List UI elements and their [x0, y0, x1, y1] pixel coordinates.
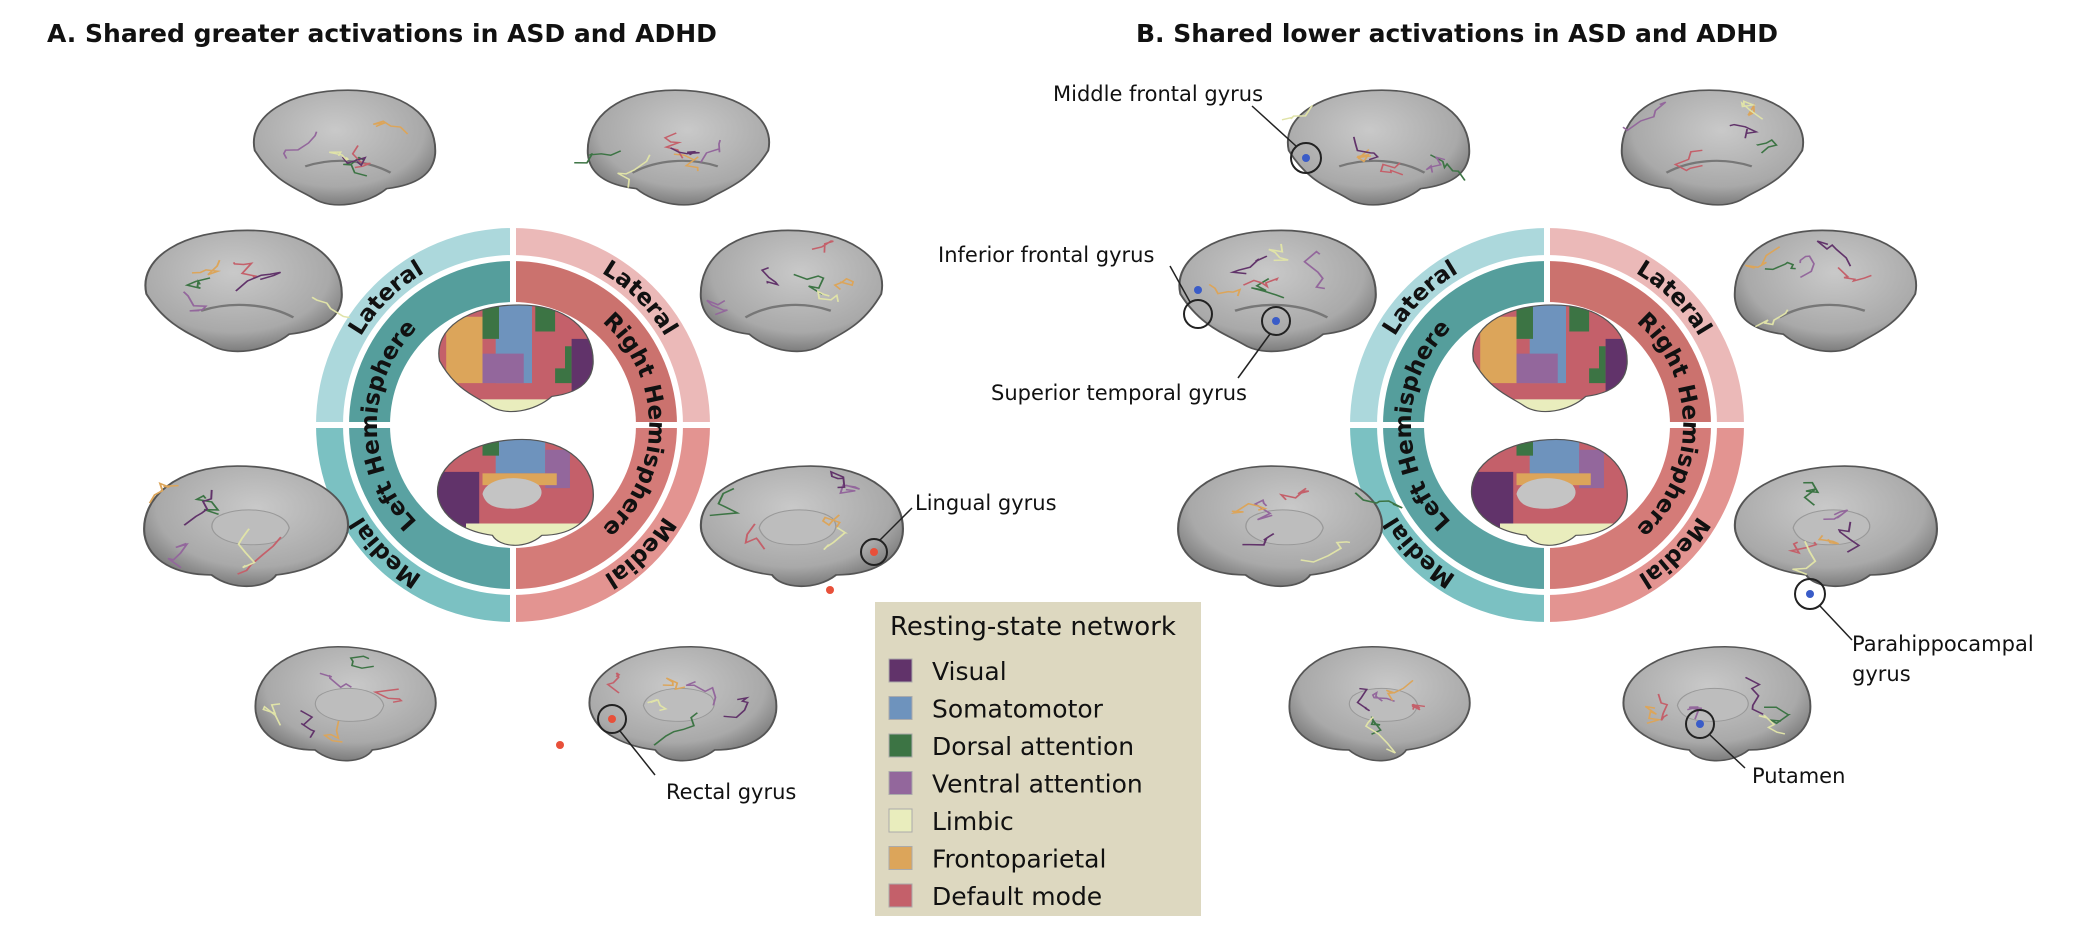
ring-left-medial-outer	[1350, 425, 1547, 622]
ring-left-lateral-inner	[1383, 261, 1547, 425]
lateral-brain-surface	[1178, 229, 1377, 353]
lateral-brain-surface	[574, 89, 771, 206]
lateral-brain-surface	[1281, 89, 1471, 206]
legend: Resting-state network VisualSomatomotorD…	[875, 602, 1201, 916]
ring-right-lateral-outer	[513, 228, 710, 425]
legend-item: Dorsal attention	[888, 732, 1134, 761]
ring-right-medial-outer	[513, 425, 710, 622]
lateral-brain-surface	[1733, 229, 1918, 353]
annotation-middle-frontal-gyrus: Middle frontal gyrus	[1053, 82, 1322, 174]
legend-item: Ventral attention	[888, 770, 1143, 799]
lateral-brain-surface	[252, 89, 437, 206]
ring-left-lateral-inner	[349, 261, 513, 425]
annotation-label-line2: gyrus	[1852, 662, 1911, 686]
lateral-brain-surface	[1620, 89, 1805, 206]
medial-brain-surface	[588, 645, 778, 762]
legend-label: Dorsal attention	[932, 732, 1134, 761]
legend-background	[875, 602, 1201, 916]
legend-item: Frontoparietal	[888, 845, 1106, 874]
annotation-label: Putamen	[1752, 764, 1845, 788]
activation-cluster	[556, 741, 564, 749]
ring-right-medial-inner	[513, 425, 677, 589]
legend-label: Limbic	[932, 807, 1014, 836]
activation-cluster	[1806, 590, 1814, 598]
medial-brain-surface	[1733, 465, 1938, 588]
panel-b-title: B. Shared lower activations in ASD and A…	[1136, 19, 1778, 48]
lateral-network-map	[1472, 304, 1628, 412]
annotation-putamen: Putamen	[1685, 709, 1845, 788]
activation-cluster	[826, 586, 834, 594]
lateral-network-map	[438, 304, 594, 412]
lateral-brain-surface	[144, 229, 351, 353]
activation-cluster	[1194, 286, 1202, 294]
ring-left-medial-inner	[1383, 425, 1547, 589]
ring-right-medial-inner	[1547, 425, 1711, 589]
legend-swatch	[888, 771, 913, 795]
medial-brain-surface	[1177, 465, 1403, 588]
annotation-label: Parahippocampal	[1852, 632, 2034, 656]
ring-right-lateral-inner	[1547, 261, 1711, 425]
annotation-label: Lingual gyrus	[915, 491, 1057, 515]
ring-right-lateral-outer	[1547, 228, 1744, 425]
ring-right-medial-outer	[1547, 425, 1744, 622]
medial-brain-surface	[143, 465, 350, 588]
ring-left-medial-outer	[316, 425, 513, 622]
ring-left-lateral-outer	[316, 228, 513, 425]
annotation-inferior-frontal-gyrus: Inferior frontal gyrus	[938, 243, 1213, 329]
annotation-rectal-gyrus: Rectal gyrus	[597, 704, 796, 804]
ring-left-medial-inner	[349, 425, 513, 589]
legend-label: Ventral attention	[932, 770, 1143, 799]
activation-cluster	[608, 715, 616, 723]
ring-left-lateral-outer	[1350, 228, 1547, 425]
annotation-superior-temporal-gyrus: Superior temporal gyrus	[991, 306, 1291, 405]
legend-swatch	[888, 808, 913, 833]
legend-swatch	[888, 658, 913, 683]
lateral-brain-surface	[699, 229, 884, 353]
medial-brain-surface	[699, 465, 904, 588]
ring-right-lateral-inner	[513, 261, 677, 425]
legend-item: Visual	[888, 657, 1007, 686]
annotation-label: Rectal gyrus	[666, 780, 796, 804]
annotation-label: Middle frontal gyrus	[1053, 82, 1263, 106]
legend-label: Default mode	[932, 882, 1102, 911]
legend-label: Visual	[932, 657, 1007, 686]
legend-swatch	[888, 846, 913, 870]
medial-brain-surface	[1288, 645, 1471, 762]
activation-cluster	[870, 548, 878, 556]
medial-brain-surface	[1622, 645, 1812, 762]
panel-a-title: A. Shared greater activations in ASD and…	[47, 19, 717, 48]
annotation-label: Superior temporal gyrus	[991, 381, 1247, 405]
activation-cluster	[1272, 317, 1280, 325]
activation-cluster	[1696, 720, 1704, 728]
legend-label: Frontoparietal	[932, 845, 1106, 874]
annotation-parahippocampal-gyrus: Parahippocampal gyrus	[1794, 578, 2034, 686]
legend-label: Somatomotor	[932, 695, 1104, 724]
legend-item: Limbic	[888, 807, 1014, 836]
medial-brain-surface	[254, 645, 437, 762]
activation-cluster	[1302, 154, 1310, 162]
annotation-lingual-gyrus: Lingual gyrus	[860, 491, 1057, 566]
annotation-label: Inferior frontal gyrus	[938, 243, 1154, 267]
legend-item: Default mode	[888, 882, 1102, 911]
legend-title: Resting-state network	[890, 612, 1176, 642]
legend-swatch	[888, 883, 913, 908]
legend-swatch	[888, 696, 913, 720]
legend-swatch	[888, 733, 913, 758]
legend-item: Somatomotor	[888, 695, 1104, 724]
